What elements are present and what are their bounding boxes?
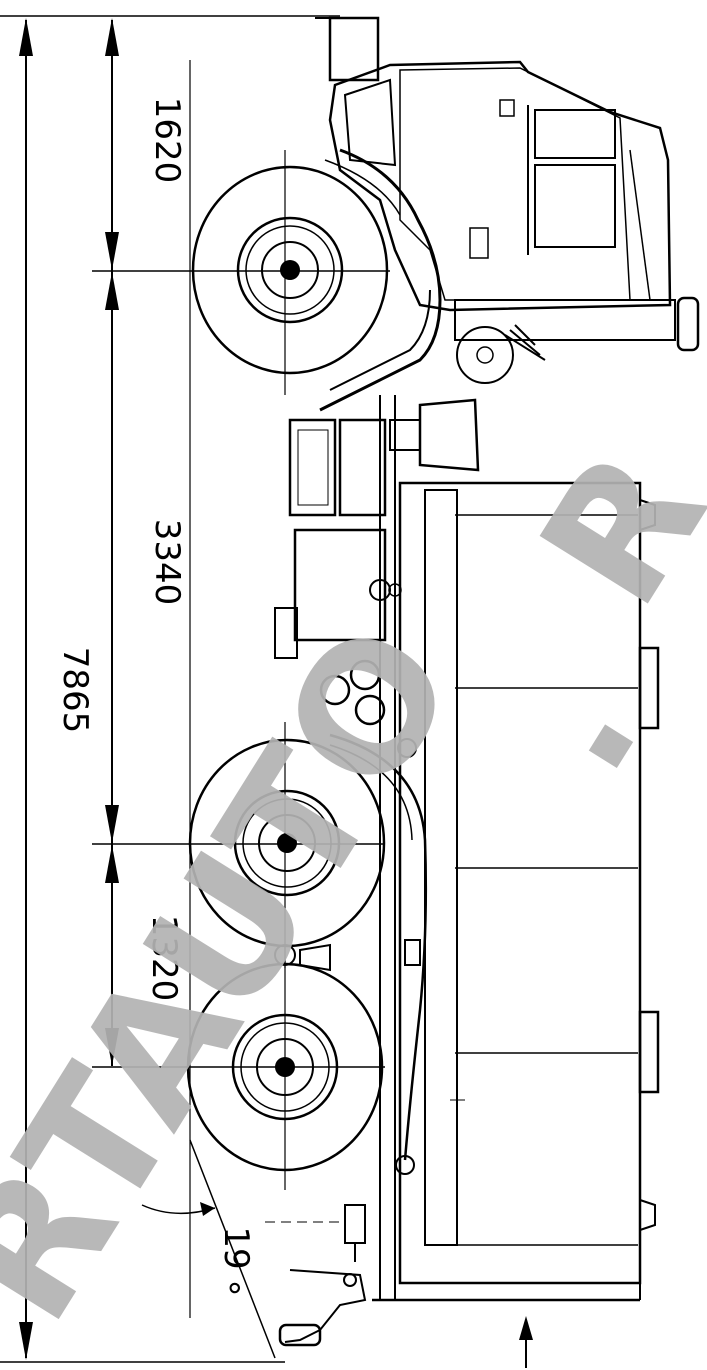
departure-angle-label: 19 xyxy=(216,1226,256,1269)
front-wheel xyxy=(191,150,389,395)
middle-rear-wheel xyxy=(188,722,386,968)
truck-cab xyxy=(315,16,700,412)
last-rear-wheel xyxy=(186,945,384,1190)
departure-angle-construction xyxy=(141,1139,276,1359)
axle-dimension-chain xyxy=(92,18,390,1068)
front-overhang-label: 1620 xyxy=(147,97,187,184)
cargo-body xyxy=(372,481,660,1302)
arrow-up-icon xyxy=(19,18,33,56)
arrow-down-icon xyxy=(19,1322,33,1360)
bogie-spacing-label: 1320 xyxy=(144,915,184,1002)
watermark: RTAUTO . R xyxy=(0,418,707,1355)
overall-length-dimension xyxy=(0,15,340,1363)
rear-reference-arrow xyxy=(519,1316,533,1368)
overall-length-label: 7865 xyxy=(55,647,95,734)
wheelbase-label: 3340 xyxy=(147,519,187,606)
watermark-dot: . xyxy=(471,641,678,805)
degree-symbol: ° xyxy=(206,1280,246,1297)
watermark-text-upper: R xyxy=(503,418,707,640)
